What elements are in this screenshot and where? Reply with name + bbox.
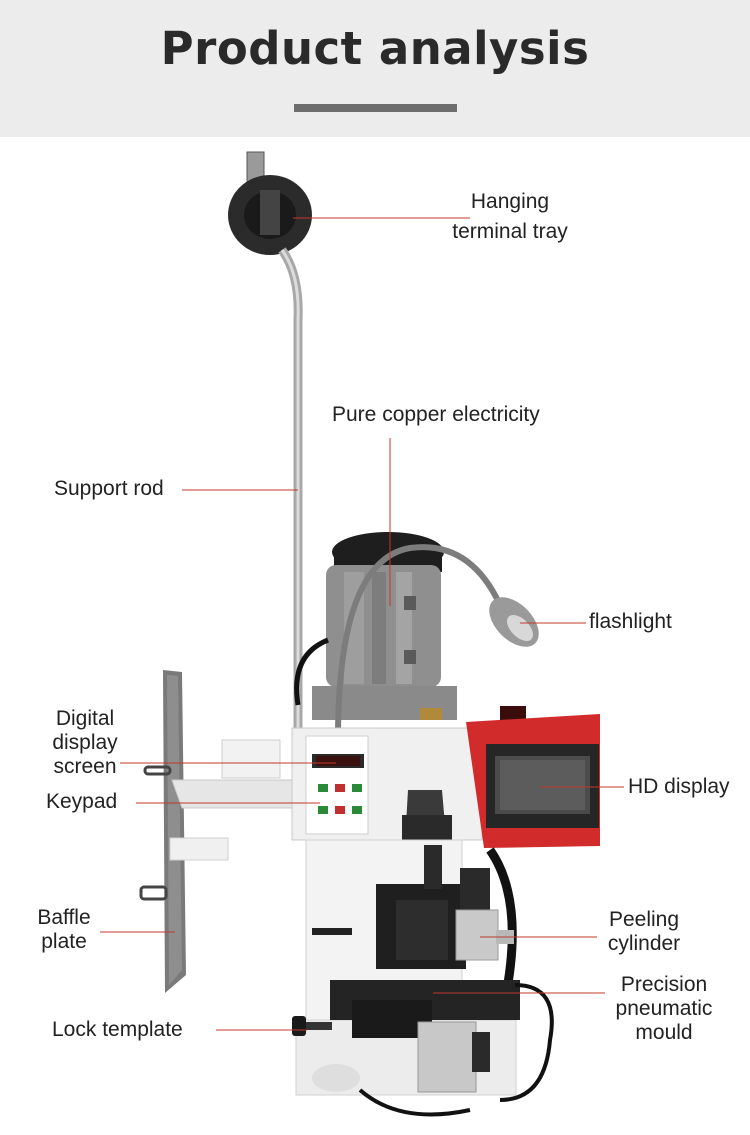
control-box	[466, 706, 600, 848]
label-support-rod: Support rod	[54, 477, 164, 500]
baffle-plate	[139, 670, 186, 993]
mount-bracket	[169, 739, 301, 861]
lower-cylinder	[417, 1021, 490, 1093]
page-title: Product analysis	[160, 22, 590, 75]
gooseneck-lamp-arm	[335, 544, 503, 731]
label-precision-pneumatic-mould: Precision pneumatic mould	[615, 973, 713, 1044]
flashlight-head	[489, 597, 539, 647]
label-baffle-plate: Baffle plate	[37, 906, 91, 953]
label-flashlight: flashlight	[589, 610, 672, 633]
pneumatic-mould	[330, 845, 520, 1038]
label-pure-copper-electricity: Pure copper electricity	[332, 403, 540, 426]
machine-head	[291, 727, 483, 843]
header-banner: Product analysis	[0, 0, 750, 137]
label-peeling-cylinder: Peeling cylinder	[607, 908, 681, 955]
label-keypad: Keypad	[46, 790, 118, 813]
title-underline	[294, 104, 457, 112]
support-rod	[278, 247, 303, 740]
label-hd-display: HD display	[628, 775, 730, 798]
terminal-tray	[228, 151, 312, 255]
label-hanging-terminal-tray: Hanging terminal tray	[452, 190, 568, 243]
label-digital-display-screen: Digital display screen	[52, 707, 118, 778]
lock-knob	[292, 1016, 332, 1036]
peeling-cylinder	[455, 868, 514, 961]
label-lock-template: Lock template	[52, 1018, 183, 1041]
leader-lines	[100, 217, 624, 1031]
